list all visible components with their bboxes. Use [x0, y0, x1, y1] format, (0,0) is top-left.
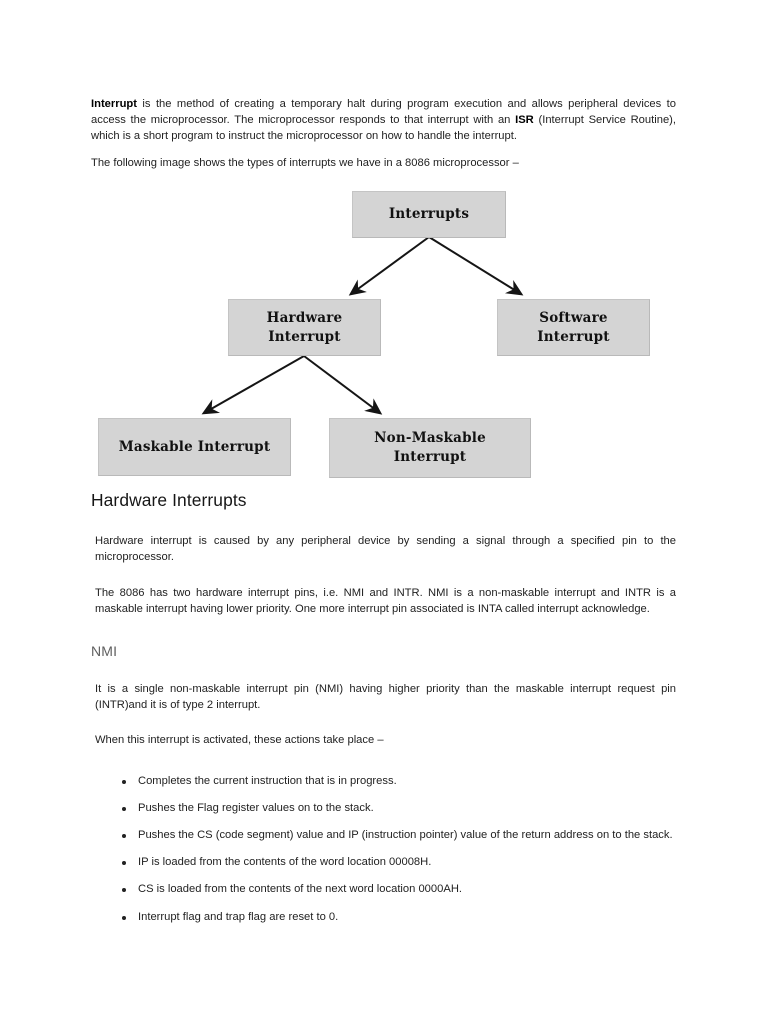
subheading-nmi: NMI [91, 642, 118, 659]
diagram-node-non-maskable-interrupt: Non-Maskable Interrupt [329, 418, 531, 479]
arrow-root-to-hardware [348, 236, 430, 297]
diagram-node-interrupts: Interrupts [352, 191, 506, 239]
intro-part-1: is the method of creating a temporary ha… [91, 98, 676, 127]
diagram-arrows [201, 236, 524, 416]
diagram-node-hardware-interrupt: Hardware Interrupt [228, 299, 381, 357]
nmi-paragraph: It is a single non-maskable interrupt pi… [95, 682, 676, 711]
list-item: Interrupt flag and trap flag are reset t… [91, 910, 676, 926]
arrow-root-to-software [428, 236, 524, 296]
arrow-hardware-to-maskable [201, 355, 305, 415]
intro-lead-bold: Interrupt [91, 98, 137, 110]
list-item: CS is loaded from the contents of the ne… [91, 882, 676, 898]
arrow-hardware-to-nonmaskable [303, 355, 383, 416]
diagram-node-maskable-interrupt: Maskable Interrupt [98, 418, 291, 477]
section-heading-hardware-interrupts: Hardware Interrupts [91, 490, 247, 511]
spacer [91, 577, 676, 585]
intro-isr-bold: ISR [515, 114, 534, 127]
node-label: Hardware Interrupt [266, 309, 343, 345]
node-label: Software Interrupt [537, 309, 610, 345]
hardware-paragraph-1: Hardware interrupt is caused by any peri… [95, 535, 676, 564]
document-content: Interrupt is the method of creating a te… [91, 96, 676, 937]
spacer [91, 511, 676, 533]
actions-intro-paragraph: When this interrupt is activated, these … [95, 733, 384, 746]
spacer [91, 659, 676, 681]
spacer [91, 724, 676, 732]
list-item: Pushes the Flag register values on to th… [91, 801, 676, 817]
list-item: IP is loaded from the contents of the wo… [91, 855, 676, 871]
node-label: Non-Maskable Interrupt [374, 430, 486, 466]
intro-part-2: (Interrupt Service Routine), which is a … [91, 114, 676, 143]
list-item: Completes the current instruction that i… [91, 774, 676, 790]
interrupt-types-diagram: Interrupts Hardware Interrupt Software I… [91, 190, 676, 490]
spacer [91, 182, 676, 190]
diagram-node-software-interrupt: Software Interrupt [497, 299, 650, 357]
nmi-actions-list: Completes the current instruction that i… [91, 774, 676, 925]
spacer [91, 628, 676, 643]
spacer [91, 759, 676, 774]
list-item: Pushes the CS (code segment) value and I… [91, 828, 676, 844]
intro-paragraph: Interrupt is the method of creating a te… [91, 96, 676, 144]
hardware-paragraph-2: The 8086 has two hardware interrupt pins… [95, 586, 676, 615]
node-label: Maskable Interrupt [118, 438, 271, 455]
image-caption-paragraph: The following image shows the types of i… [91, 157, 519, 170]
